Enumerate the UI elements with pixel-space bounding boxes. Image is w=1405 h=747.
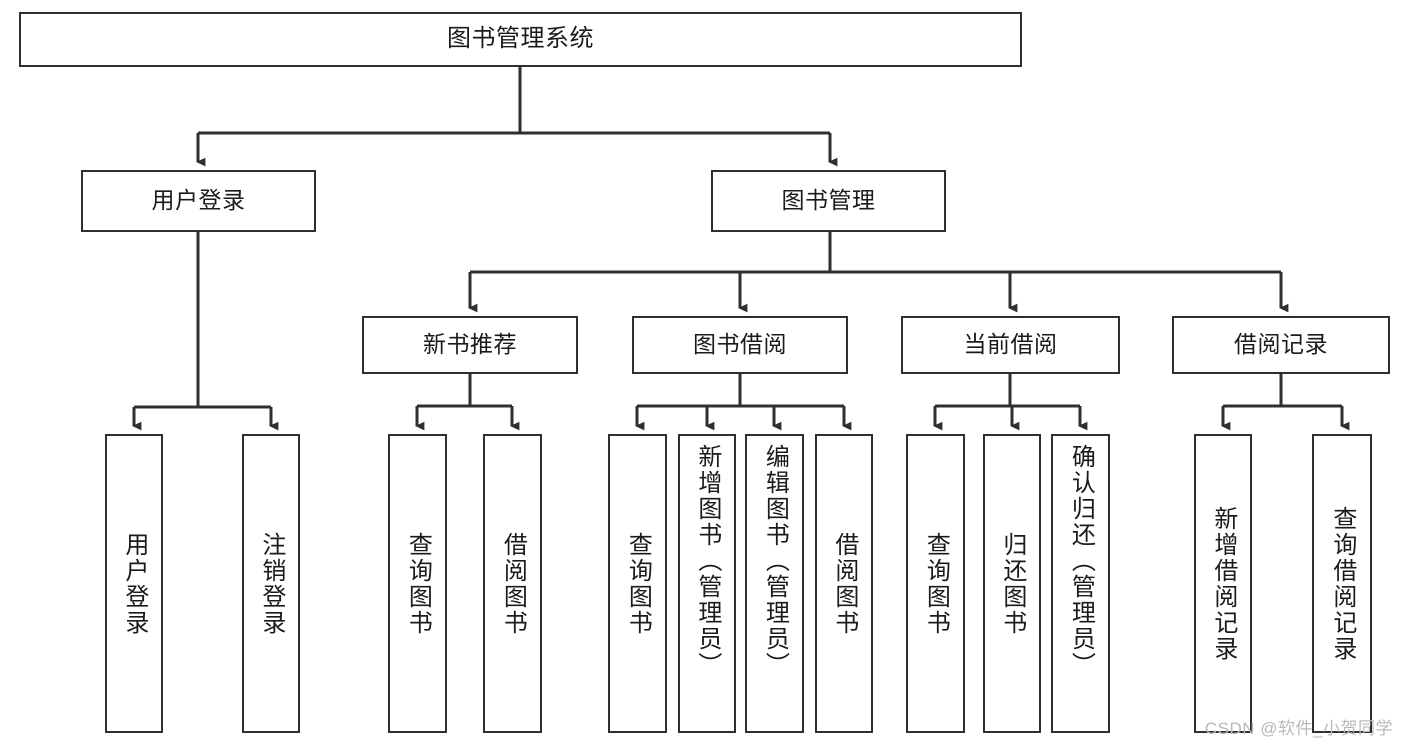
leaf-add-book-admin[interactable]: 新增图书（管理员）	[678, 434, 736, 733]
leaf-query-book-borrow-label: 查询图书	[624, 531, 652, 636]
node-root[interactable]: 图书管理系统	[19, 12, 1022, 67]
node-new-book-recommend[interactable]: 新书推荐	[362, 316, 578, 374]
leaf-confirm-return-admin[interactable]: 确认归还（管理员）	[1051, 434, 1110, 733]
leaf-query-borrow-record[interactable]: 查询借阅记录	[1312, 434, 1372, 733]
node-current-borrow[interactable]: 当前借阅	[901, 316, 1120, 374]
leaf-user-login[interactable]: 用户登录	[105, 434, 163, 733]
leaf-query-book-borrow[interactable]: 查询图书	[608, 434, 667, 733]
leaf-borrow-book-recommend-label: 借阅图书	[499, 531, 527, 636]
leaf-query-borrow-record-label: 查询借阅记录	[1328, 505, 1356, 662]
leaf-query-book-current-label: 查询图书	[922, 531, 950, 636]
leaf-borrow-book[interactable]: 借阅图书	[815, 434, 873, 733]
node-book-management-label: 图书管理	[781, 187, 876, 214]
node-new-book-recommend-label: 新书推荐	[423, 331, 517, 358]
leaf-borrow-book-recommend[interactable]: 借阅图书	[483, 434, 542, 733]
node-root-label: 图书管理系统	[447, 25, 594, 53]
watermark-text: CSDN @软件_小贺同学	[1204, 719, 1393, 738]
node-current-borrow-label: 当前借阅	[963, 331, 1058, 358]
leaf-edit-book-admin[interactable]: 编辑图书（管理员）	[745, 434, 804, 733]
node-book-management[interactable]: 图书管理	[711, 170, 946, 232]
leaf-logout[interactable]: 注销登录	[242, 434, 300, 733]
node-book-borrow-label: 图书借阅	[693, 331, 787, 358]
leaf-return-book-label: 归还图书	[998, 531, 1026, 636]
node-user-login-label: 用户登录	[151, 187, 246, 214]
leaf-borrow-book-label: 借阅图书	[830, 531, 858, 636]
node-borrow-record[interactable]: 借阅记录	[1172, 316, 1390, 374]
leaf-add-borrow-record-label: 新增借阅记录	[1209, 505, 1237, 662]
leaf-add-borrow-record[interactable]: 新增借阅记录	[1194, 434, 1252, 733]
leaf-query-book-current[interactable]: 查询图书	[906, 434, 965, 733]
leaf-query-book-recommend[interactable]: 查询图书	[388, 434, 447, 733]
leaf-add-book-admin-label: 新增图书（管理员）	[693, 444, 721, 678]
leaf-edit-book-admin-label: 编辑图书（管理员）	[761, 444, 789, 678]
leaf-return-book[interactable]: 归还图书	[983, 434, 1041, 733]
node-user-login[interactable]: 用户登录	[81, 170, 316, 232]
node-book-borrow[interactable]: 图书借阅	[632, 316, 848, 374]
leaf-user-login-label: 用户登录	[120, 531, 148, 636]
leaf-confirm-return-admin-label: 确认归还（管理员）	[1067, 444, 1095, 678]
leaf-logout-label: 注销登录	[257, 531, 285, 636]
node-borrow-record-label: 借阅记录	[1234, 331, 1328, 358]
leaf-query-book-recommend-label: 查询图书	[404, 531, 432, 636]
